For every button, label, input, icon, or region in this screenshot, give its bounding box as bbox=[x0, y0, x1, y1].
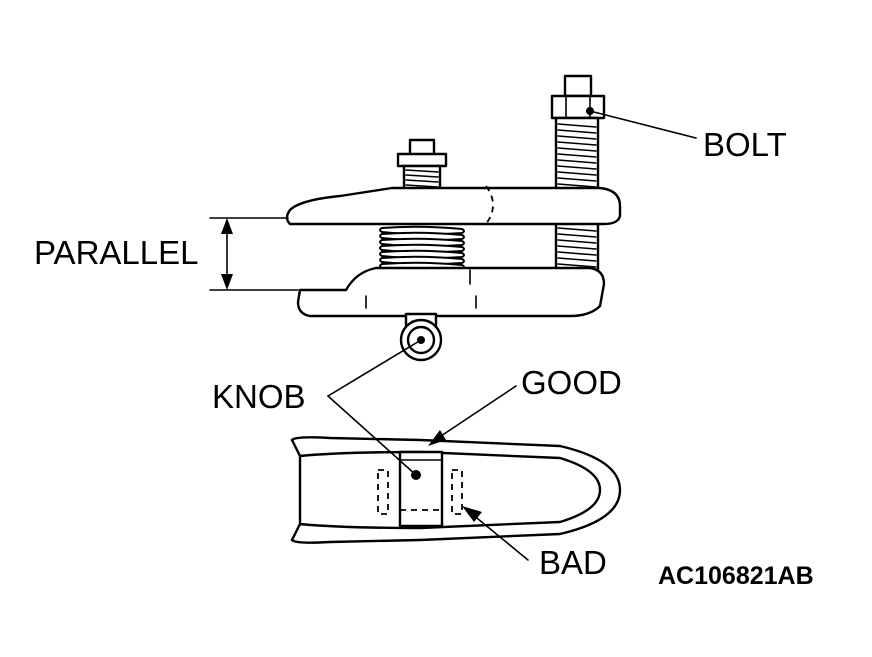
knob-roller bbox=[399, 312, 443, 362]
parallel-dimension bbox=[209, 217, 299, 291]
lower-arm bbox=[296, 266, 606, 318]
bolt-label: BOLT bbox=[703, 126, 787, 163]
leader-lines bbox=[327, 110, 697, 561]
knob-label: KNOB bbox=[212, 378, 306, 415]
figure-code: AC106821AB bbox=[658, 562, 814, 590]
bolt bbox=[550, 74, 606, 272]
bad-label: BAD bbox=[539, 544, 607, 581]
upper-arm bbox=[285, 186, 622, 226]
spring-stud bbox=[379, 138, 465, 272]
parallel-label: PARALLEL bbox=[34, 234, 199, 271]
good-label: GOOD bbox=[521, 364, 622, 401]
rocker-pad-bottom-view bbox=[290, 436, 622, 544]
